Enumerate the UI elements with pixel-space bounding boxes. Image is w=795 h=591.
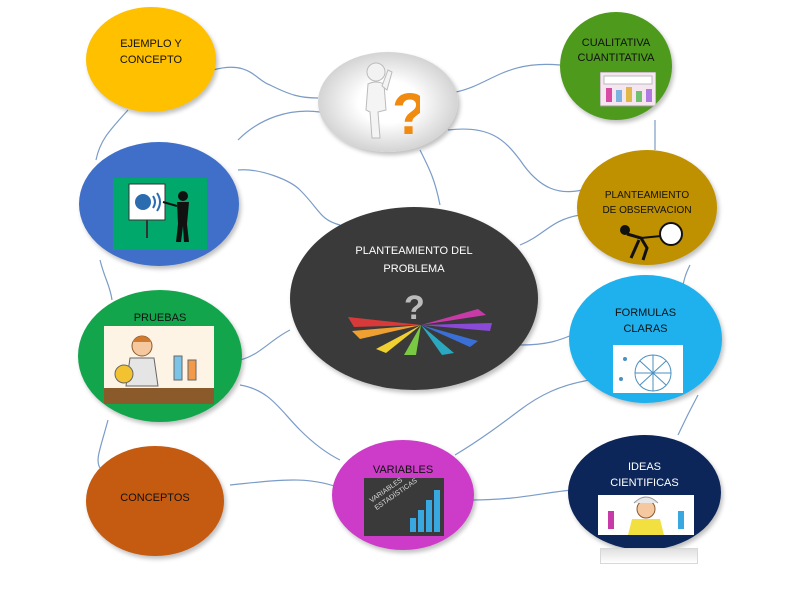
node-conceptos-label: CONCEPTOS <box>120 492 190 504</box>
node-conceptos[interactable]: CONCEPTOS <box>86 446 224 556</box>
node-cualitativa-line2: CUANTITATIVA <box>577 52 655 64</box>
node-ideas-line2: CIENTIFICAS <box>610 477 679 489</box>
node-cualitativa-cuantitativa[interactable]: CUALITATIVA CUANTITATIVA <box>560 12 672 120</box>
svg-text:?: ? <box>392 82 420 144</box>
bar-chart-icon <box>410 490 440 532</box>
thinking-man-question-icon: ? <box>365 62 420 144</box>
node-variables-label: VARIABLES <box>372 464 434 476</box>
node-ideas-line1: IDEAS <box>627 461 661 473</box>
node-question-figure[interactable]: ? <box>318 52 458 152</box>
question-arrows-icon: ? <box>348 289 492 355</box>
node-formulas-line2: CLARAS <box>623 323 668 335</box>
svg-text:?: ? <box>404 289 425 327</box>
mad-scientist-icon <box>598 495 694 535</box>
scientist-lab-icon <box>104 326 214 404</box>
node-ejemplo-line1: EJEMPLO Y <box>120 38 182 50</box>
node-presentation[interactable] <box>79 142 239 266</box>
presenter-board-icon <box>113 178 207 250</box>
node-formulas-claras[interactable]: FORMULAS CLARAS <box>569 275 722 403</box>
magnifier-figure-icon <box>620 222 683 261</box>
center-planteamiento-problema[interactable]: PLANTEAMIENTO DEL PROBLEMA ? <box>290 207 538 390</box>
node-pruebas[interactable]: PRUEBAS <box>78 290 242 422</box>
node-ejemplo-line2: CONCEPTO <box>119 54 183 66</box>
statistics-card: VARIABLES ESTADÍSTICAS <box>364 477 444 536</box>
network-globe-icon <box>613 345 683 393</box>
node-observacion-line2: DE OBSERVACION <box>602 205 692 216</box>
node-cualitativa-line1: CUALITATIVA <box>581 37 651 49</box>
node-ideas-cientificas[interactable]: IDEAS CIENTIFICAS <box>568 435 721 550</box>
node-observacion-line1: PLANTEAMIENTO <box>604 190 690 201</box>
node-pruebas-label: PRUEBAS <box>133 312 187 324</box>
node-ejemplo-concepto[interactable]: EJEMPLO Y CONCEPTO <box>86 7 216 112</box>
center-label-line2: PROBLEMA <box>383 263 445 275</box>
node-formulas-line1: FORMULAS <box>614 307 677 319</box>
node-variables[interactable]: VARIABLES VARIABLES ESTADÍSTICAS <box>332 440 474 550</box>
center-label-line1: PLANTEAMIENTO DEL <box>355 245 473 257</box>
data-table-icon <box>600 72 656 107</box>
ideas-image-reflection <box>600 548 698 564</box>
node-planteamiento-observacion[interactable]: PLANTEAMIENTO DE OBSERVACION <box>577 150 717 265</box>
